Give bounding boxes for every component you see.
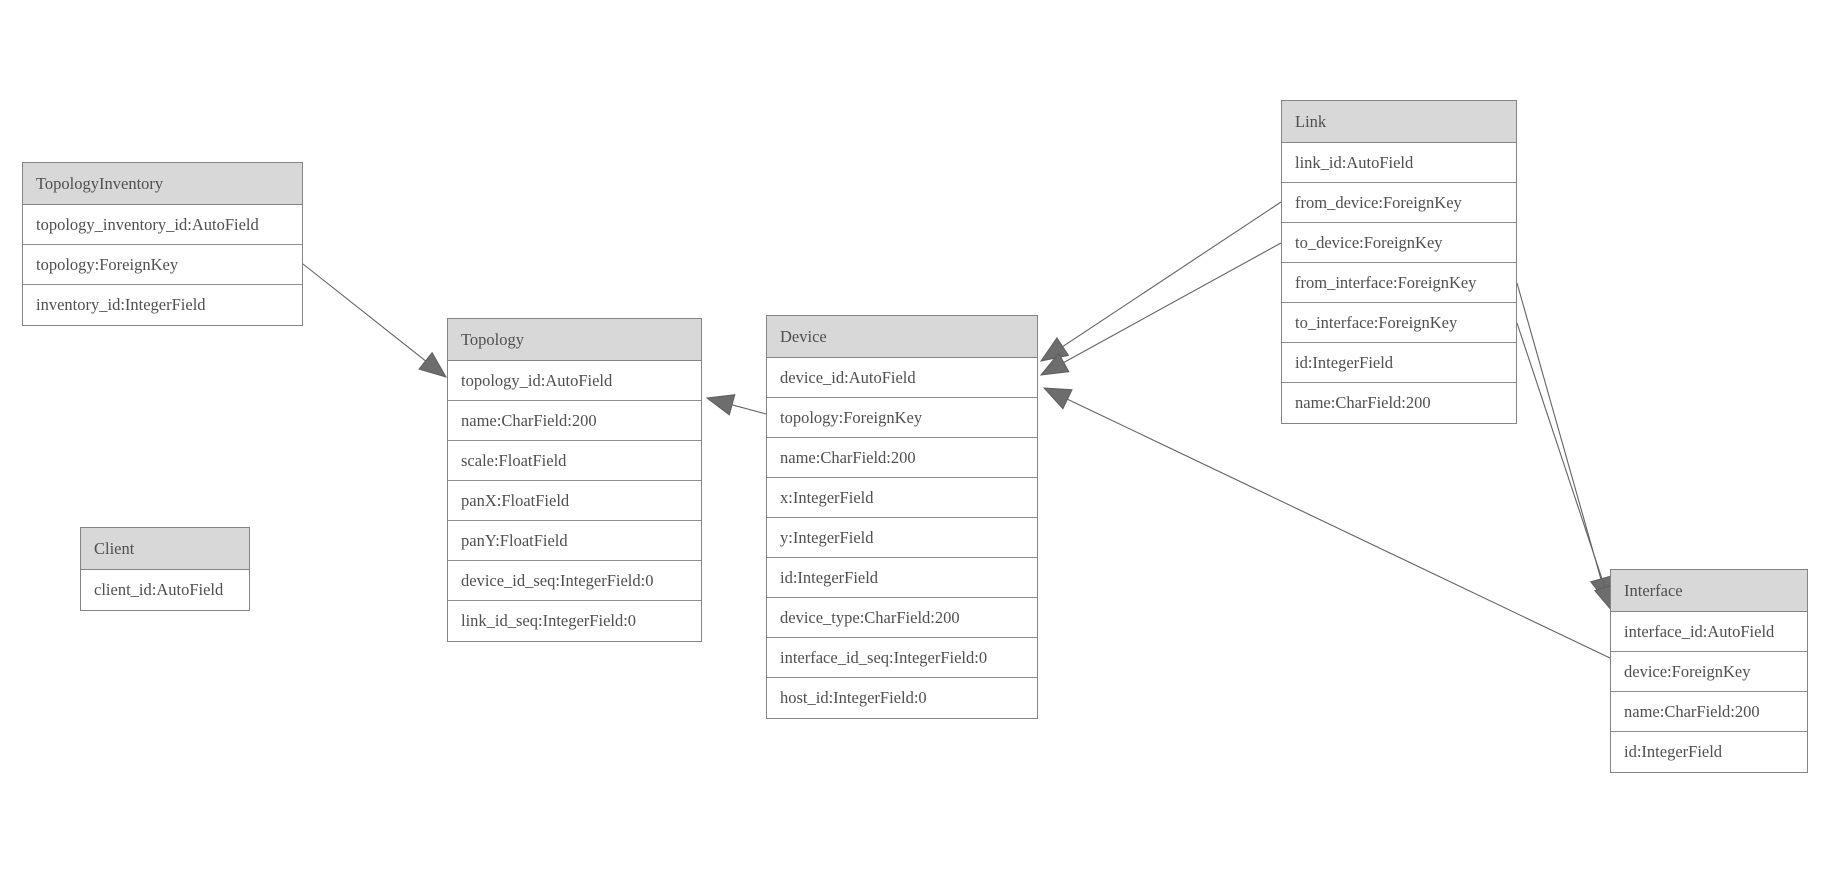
field-row-device_type: device_type:CharField:200 xyxy=(767,598,1037,638)
field-row-panY: panY:FloatField xyxy=(448,521,701,561)
edge-link-to_device-to-device xyxy=(1063,242,1282,363)
field-row-scale: scale:FloatField xyxy=(448,441,701,481)
field-row-interface_id: interface_id:AutoField xyxy=(1611,612,1807,652)
edge-interface-device-to-device-arrowhead-icon xyxy=(1042,387,1073,410)
field-row-host_id: host_id:IntegerField:0 xyxy=(767,678,1037,718)
table-title-topologyinventory: TopologyInventory xyxy=(23,163,302,205)
field-row-topology: topology:ForeignKey xyxy=(23,245,302,285)
field-row-name: name:CharField:200 xyxy=(767,438,1037,478)
table-title-interface: Interface xyxy=(1611,570,1807,612)
table-title-topology: Topology xyxy=(448,319,701,361)
field-row-device_id: device_id:AutoField xyxy=(767,358,1037,398)
edge-link-to_interface-to-interface xyxy=(1516,322,1606,588)
edge-device-topology-to-topology xyxy=(731,404,767,415)
field-row-inventory_id: inventory_id:IntegerField xyxy=(23,285,302,325)
field-row-device_id_seq: device_id_seq:IntegerField:0 xyxy=(448,561,701,601)
field-row-id: id:IntegerField xyxy=(1611,732,1807,772)
field-row-topology_id: topology_id:AutoField xyxy=(448,361,701,401)
field-row-interface_id_seq: interface_id_seq:IntegerField:0 xyxy=(767,638,1037,678)
field-row-id: id:IntegerField xyxy=(1282,343,1516,383)
table-title-client: Client xyxy=(81,528,249,570)
edge-topologyinventory-topology-to-topology xyxy=(302,263,426,362)
field-row-name: name:CharField:200 xyxy=(1611,692,1807,732)
field-row-y: y:IntegerField xyxy=(767,518,1037,558)
edge-topologyinventory-topology-to-topology-arrowhead-icon xyxy=(418,351,448,378)
field-row-from_device: from_device:ForeignKey xyxy=(1282,183,1516,223)
field-row-topology_inventory_id: topology_inventory_id:AutoField xyxy=(23,205,302,245)
field-row-from_interface: from_interface:ForeignKey xyxy=(1282,263,1516,303)
field-row-topology: topology:ForeignKey xyxy=(767,398,1037,438)
edge-interface-device-to-device xyxy=(1067,398,1611,659)
field-row-name: name:CharField:200 xyxy=(448,401,701,441)
table-title-link: Link xyxy=(1282,101,1516,143)
table-title-device: Device xyxy=(767,316,1037,358)
field-row-name: name:CharField:200 xyxy=(1282,383,1516,423)
field-row-to_interface: to_interface:ForeignKey xyxy=(1282,303,1516,343)
field-row-link_id_seq: link_id_seq:IntegerField:0 xyxy=(448,601,701,641)
field-row-link_id: link_id:AutoField xyxy=(1282,143,1516,183)
edge-link-from_interface-to-interface xyxy=(1516,282,1602,580)
field-row-panX: panX:FloatField xyxy=(448,481,701,521)
field-row-x: x:IntegerField xyxy=(767,478,1037,518)
field-row-id: id:IntegerField xyxy=(767,558,1037,598)
field-row-device: device:ForeignKey xyxy=(1611,652,1807,692)
field-row-client_id: client_id:AutoField xyxy=(81,570,249,610)
edge-device-topology-to-topology-arrowhead-icon xyxy=(705,394,736,416)
edge-link-from_device-to-device xyxy=(1062,201,1282,348)
field-row-to_device: to_device:ForeignKey xyxy=(1282,223,1516,263)
edge-link-to_device-to-device-arrowhead-icon xyxy=(1039,352,1070,376)
